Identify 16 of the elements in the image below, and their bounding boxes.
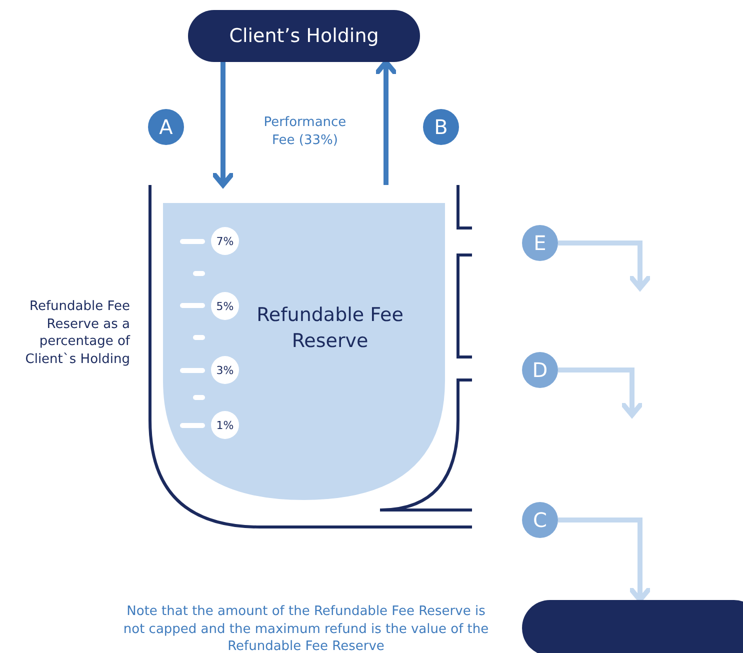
arrow [558,240,652,290]
letter-circle: A [148,109,184,145]
letter-circle: B [423,109,459,145]
rounded-label-box: Client’s Holding [188,10,420,62]
arrow [558,368,644,418]
arrow [374,60,398,185]
rounded-box [522,600,743,653]
letter-circle: D [522,352,558,388]
side-note: Refundable Fee Reserve as a percentage of Client`s Holding [24,298,130,368]
letter-circle: E [522,225,558,261]
arrow [210,62,236,188]
letter-circle: C [522,502,558,538]
fee-label: Performance Fee (33%) [262,114,348,150]
arrow [558,518,652,602]
beaker-label: Refundable Fee Reserve [256,303,404,354]
footnote: Note that the amount of the Refundable Fee Reserve is not capped and the maximum refund is the value of the Refundable Fee Reserve [122,603,490,653]
